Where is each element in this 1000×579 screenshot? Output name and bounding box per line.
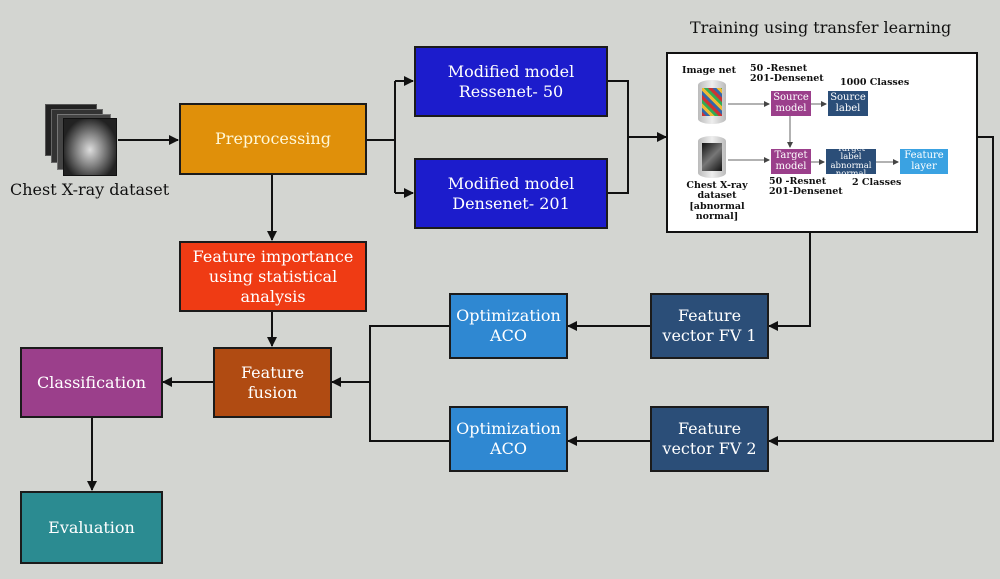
inset-connectors xyxy=(728,101,899,165)
source-classes-label: 1000 Classes xyxy=(840,77,910,88)
connector-models-merge xyxy=(607,80,629,194)
optimization-aco-1-box: Optimization ACO xyxy=(449,293,568,359)
source-arch-label: 50 -Resnet 201-Densenet xyxy=(750,63,824,85)
feature-vector-fv2-box: Feature vector FV 2 xyxy=(650,406,769,472)
evaluation-box: Evaluation xyxy=(20,491,163,564)
imagenet-label: Image net xyxy=(682,65,736,76)
connector-preprocessing-split xyxy=(366,81,396,193)
source-label-box: Source label xyxy=(828,91,868,116)
feature-vector-fv1-box: Feature vector FV 1 xyxy=(650,293,769,359)
feature-importance-box: Feature importance using statistical ana… xyxy=(179,241,367,312)
training-inset: Image net 50 -Resnet 201-Densenet 1000 C… xyxy=(666,52,978,233)
target-arch-label: 50 -Resnet 201-Densenet xyxy=(769,176,843,198)
target-model-box: Target model xyxy=(771,149,811,174)
xray-database-icon xyxy=(698,136,726,178)
classification-box: Classification xyxy=(20,347,163,418)
target-classes-label: 2 Classes xyxy=(852,177,902,188)
target-label-box: Target label abnormal normal xyxy=(826,145,876,178)
connector-aco-merge xyxy=(369,325,449,442)
arrow-training-fv1 xyxy=(768,232,811,331)
source-model-box: Source model xyxy=(771,91,811,116)
imagenet-database-icon xyxy=(698,80,726,124)
feature-fusion-box: Feature fusion xyxy=(213,347,332,418)
model-resnet-box: Modified model Ressenet- 50 xyxy=(414,46,608,117)
feature-layer-box: Feature layer xyxy=(900,149,948,174)
target-dataset-label: Chest X-ray dataset [abnormal normal] xyxy=(686,180,748,223)
preprocessing-box: Preprocessing xyxy=(179,103,367,175)
training-title: Training using transfer learning xyxy=(690,18,952,37)
model-densenet-box: Modified model Densenet- 201 xyxy=(414,158,608,229)
dataset-label: Chest X-ray dataset xyxy=(10,180,170,199)
optimization-aco-2-box: Optimization ACO xyxy=(449,406,568,472)
xray-stack-icon xyxy=(45,104,117,176)
arrow-training-fv2 xyxy=(768,136,994,446)
